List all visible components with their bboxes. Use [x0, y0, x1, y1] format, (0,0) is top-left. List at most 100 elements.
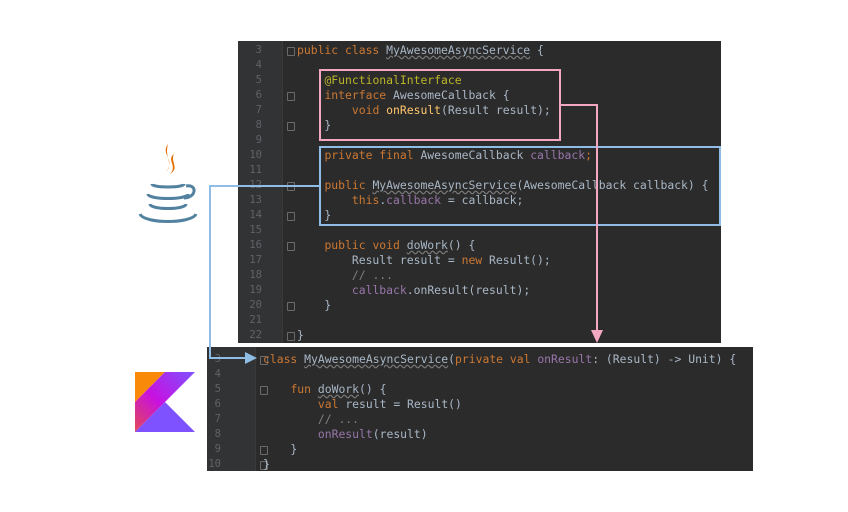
code-line: 19 callback.onResult(result);	[238, 283, 721, 298]
code-token: public	[324, 178, 373, 192]
code-text: onResult(result)	[263, 427, 428, 442]
fold-marker-icon[interactable]	[287, 92, 295, 101]
code-text: this.callback = callback;	[297, 193, 523, 208]
code-token: () {	[447, 238, 476, 252]
line-number: 11	[249, 164, 262, 176]
code-line: 9	[238, 133, 721, 148]
code-token: // ...	[317, 412, 360, 426]
code-token: .	[379, 193, 387, 207]
code-token: interface	[324, 88, 394, 102]
code-token: this	[351, 193, 380, 207]
code-line: 4	[238, 58, 721, 73]
code-line: 8 onResult(result)	[207, 427, 753, 442]
code-token: MyAwesomeAsyncService	[304, 352, 449, 366]
code-line: 15	[238, 223, 721, 238]
fold-marker-icon[interactable]	[287, 212, 295, 221]
code-line: 10}	[207, 457, 753, 472]
code-token: onResult	[317, 427, 373, 441]
code-text: Result result = new Result();	[297, 253, 551, 268]
line-number: 4	[214, 368, 221, 380]
code-token: doWork	[406, 238, 448, 252]
code-token: (AwesomeCallback callback) {	[516, 178, 709, 192]
code-line: 5 fun doWork() {	[207, 382, 753, 397]
line-number: 9	[214, 443, 221, 455]
line-number: 8	[255, 119, 262, 131]
code-token: public void	[324, 238, 407, 252]
line-number: 4	[255, 59, 262, 71]
code-text: public void doWork() {	[297, 238, 475, 253]
code-text: public MyAwesomeAsyncService(AwesomeCall…	[297, 178, 709, 193]
fold-marker-icon[interactable]	[287, 122, 295, 131]
code-line: 7 void onResult(Result result);	[238, 103, 721, 118]
callback-interface-highlight	[319, 69, 561, 141]
line-number: 17	[249, 254, 262, 266]
line-number: 7	[214, 413, 221, 425]
code-text: }	[297, 328, 304, 343]
fold-marker-icon[interactable]	[260, 446, 268, 455]
code-token: private final	[324, 148, 421, 162]
line-number: 13	[249, 194, 262, 206]
fold-marker-icon[interactable]	[287, 242, 295, 251]
fold-marker-icon[interactable]	[260, 386, 268, 395]
callback-field-constructor-highlight	[319, 146, 721, 226]
line-number: 19	[249, 284, 262, 296]
code-token: : (Result) -> Unit) {	[592, 352, 737, 366]
code-token: callback	[386, 193, 442, 207]
code-token: @FunctionalInterface	[324, 73, 462, 87]
code-line: 5 @FunctionalInterface	[238, 73, 721, 88]
code-token: (result)	[372, 427, 428, 441]
code-text: void onResult(Result result);	[297, 103, 551, 118]
code-line: 21	[238, 313, 721, 328]
code-text: }	[297, 118, 331, 133]
code-token: fun	[290, 382, 318, 396]
line-number: 6	[255, 89, 262, 101]
code-token: }	[263, 457, 270, 471]
java-logo-icon	[138, 144, 198, 223]
code-token: new	[461, 253, 490, 267]
code-text: }	[297, 298, 331, 313]
line-number: 9	[255, 134, 262, 146]
line-number-gutter	[207, 347, 256, 471]
code-text: }	[263, 442, 297, 457]
blue-arrow	[209, 185, 319, 359]
code-line: 20 }	[238, 298, 721, 313]
code-text: @FunctionalInterface	[297, 73, 462, 88]
code-token: AwesomeCallback	[420, 148, 531, 162]
code-token: }	[297, 298, 332, 312]
code-token: onResult	[386, 103, 442, 117]
code-line: 6 val result = Result()	[207, 397, 753, 412]
code-line: 8 }	[238, 118, 721, 133]
line-number: 21	[249, 314, 262, 326]
line-number: 20	[249, 299, 262, 311]
code-text: }	[263, 457, 270, 472]
code-text: // ...	[297, 268, 393, 283]
code-line: 11	[238, 163, 721, 178]
code-line: 14 }	[238, 208, 721, 223]
fold-marker-icon[interactable]	[287, 47, 295, 56]
fold-marker-icon[interactable]	[260, 461, 268, 470]
kotlin-logo-icon	[135, 372, 195, 432]
code-token: MyAwesomeAsyncService	[372, 178, 517, 192]
line-number: 15	[249, 224, 262, 236]
line-number: 10	[249, 149, 262, 161]
code-text: fun doWork() {	[263, 382, 386, 397]
code-token: () {	[359, 382, 387, 396]
code-token: }	[297, 328, 304, 342]
line-number: 5	[214, 383, 221, 395]
code-token: onResult	[537, 352, 593, 366]
code-text: }	[297, 208, 331, 223]
code-text: callback.onResult(result);	[297, 283, 530, 298]
code-line: 18 // ...	[238, 268, 721, 283]
code-token: Result result =	[297, 253, 462, 267]
code-token: callback	[530, 148, 586, 162]
fold-marker-icon[interactable]	[287, 302, 295, 311]
line-number: 5	[255, 74, 262, 86]
code-token: result = Result()	[345, 397, 462, 411]
line-number: 8	[214, 428, 221, 440]
fold-marker-icon[interactable]	[287, 332, 295, 341]
fold-marker-icon[interactable]	[260, 356, 268, 365]
line-number: 18	[249, 269, 262, 281]
